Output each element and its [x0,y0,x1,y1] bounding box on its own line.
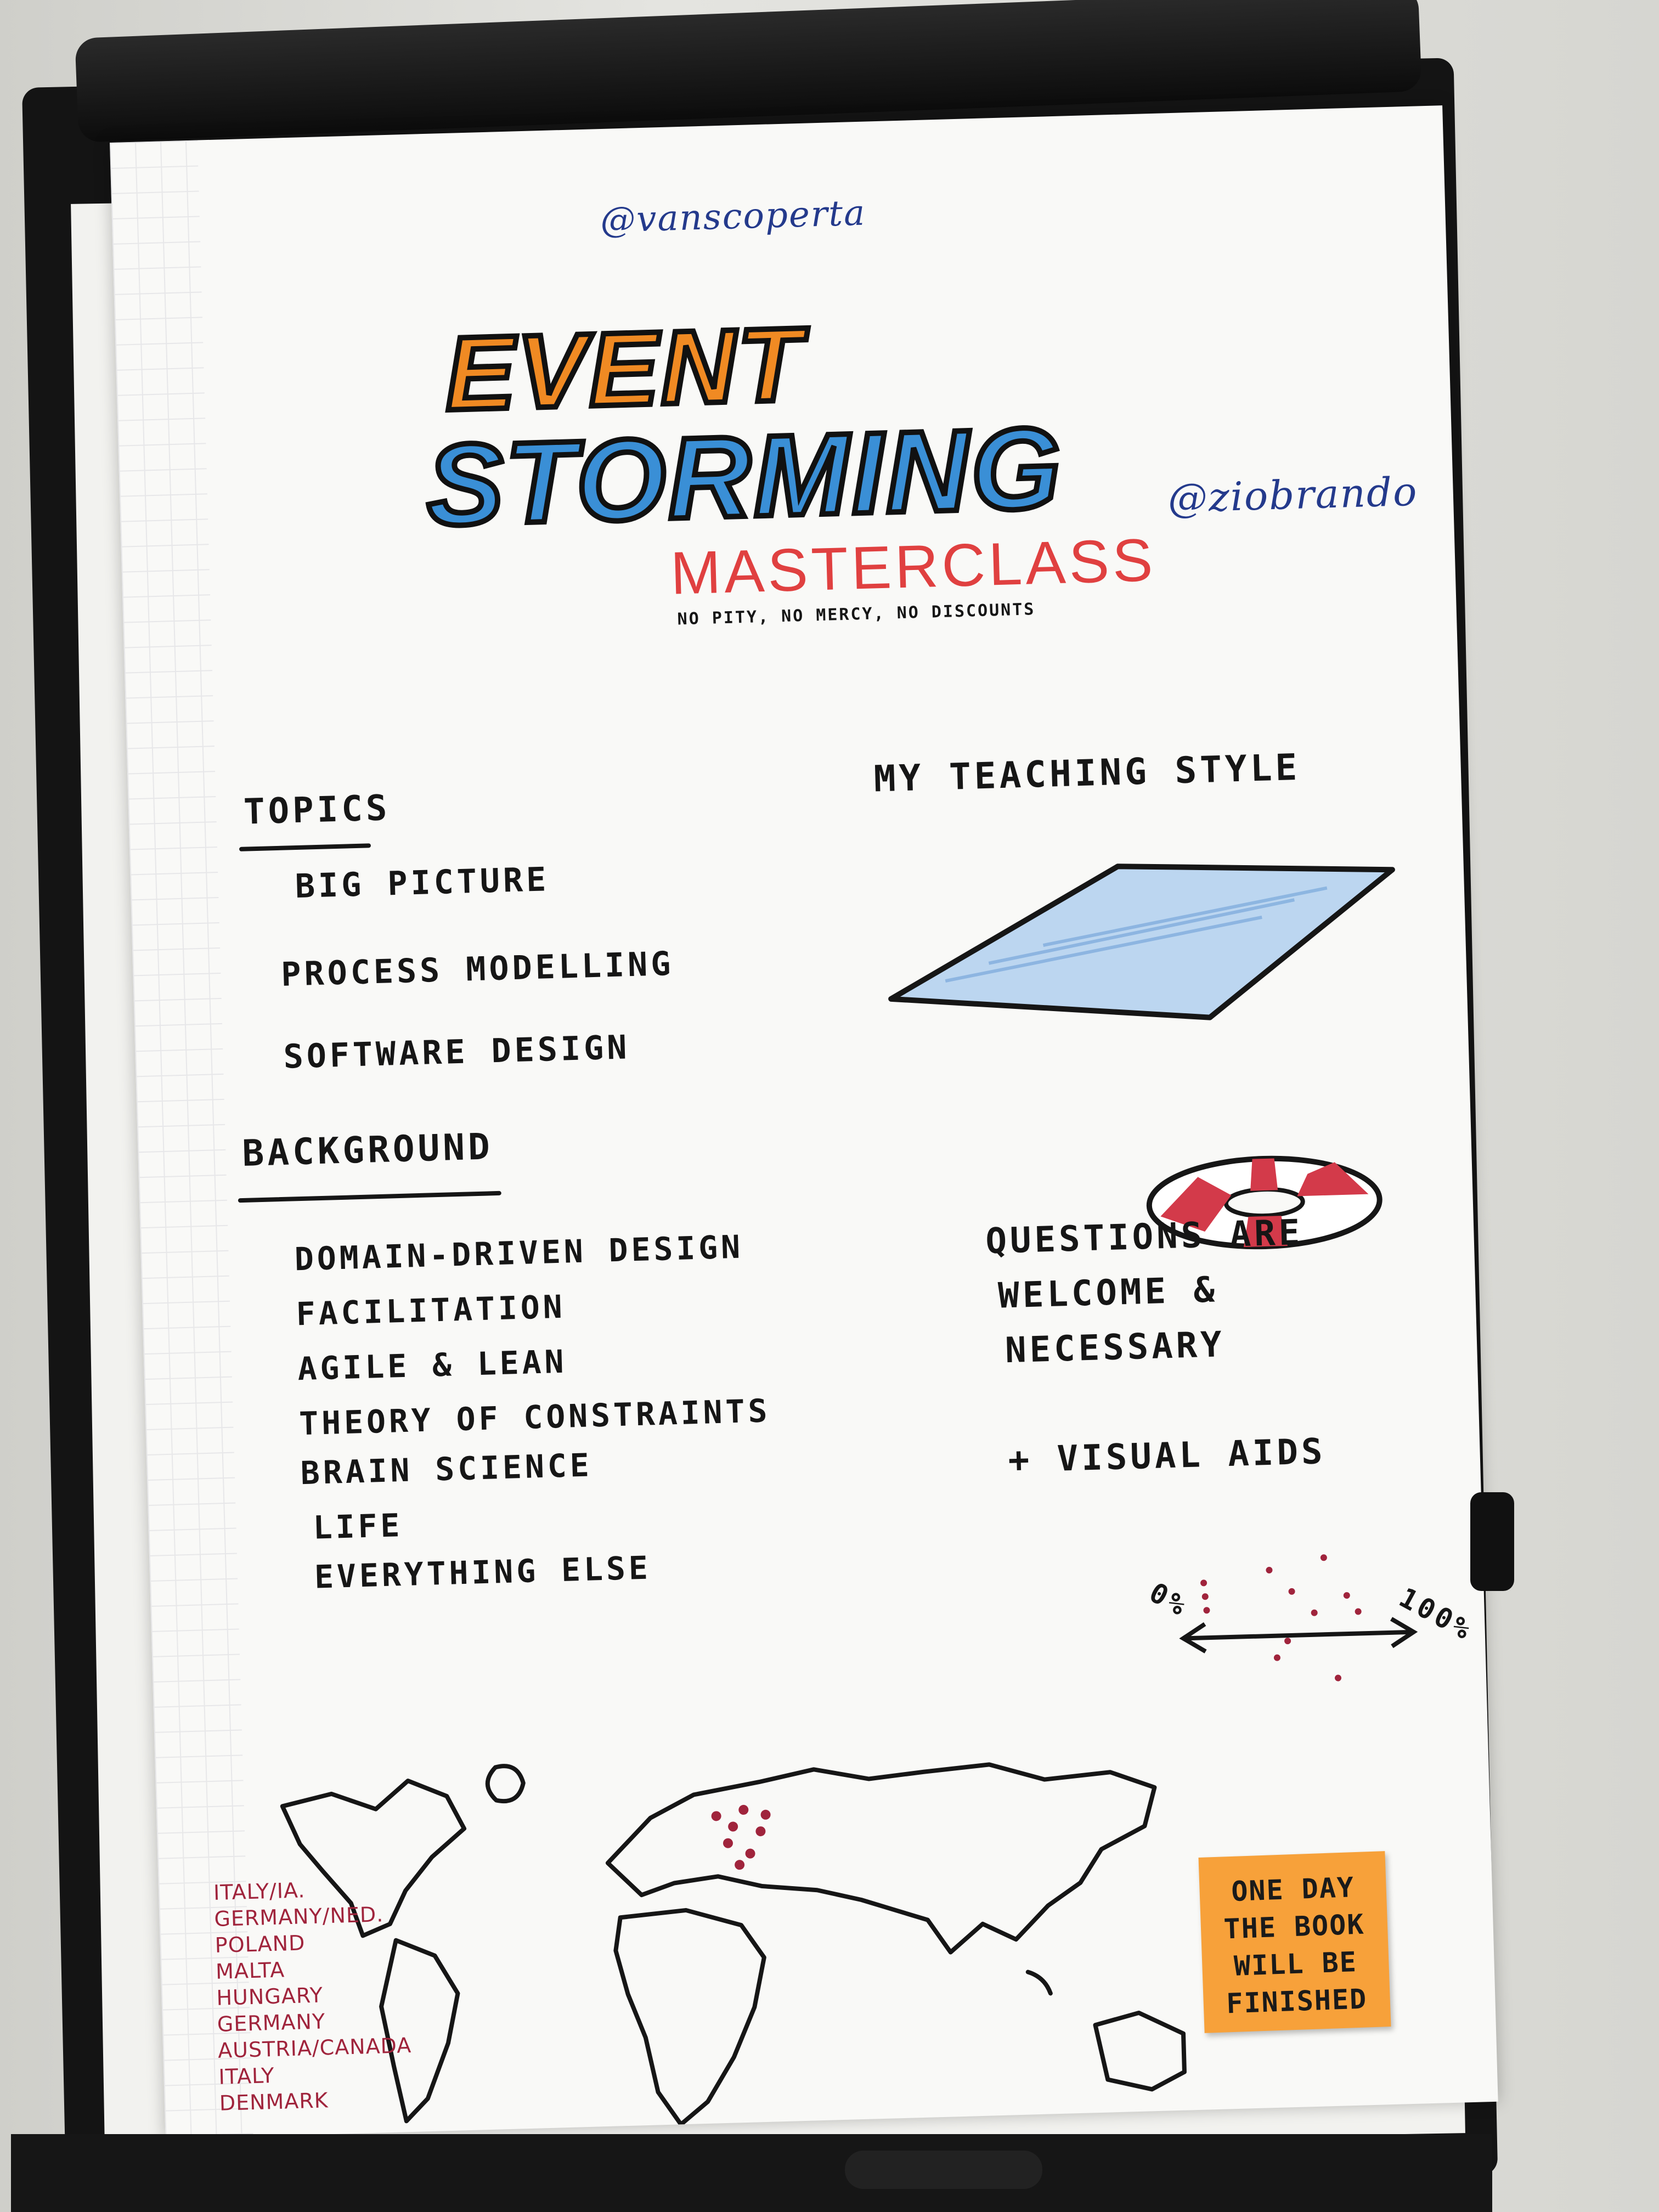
country-item: GERMANY/NED. [213,1902,384,1931]
sticky-note-line: THE BOOK [1223,1908,1365,1945]
big-picture-surface-drawing [888,864,1395,1020]
participant-dots [1200,1554,1362,1681]
questions-line: WELCOME & [997,1269,1218,1317]
topic-item: SOFTWARE DESIGN [283,1028,631,1076]
country-list: ITALY/IA. GERMANY/NED. POLAND MALTA HUNG… [213,1874,413,2117]
country-item: AUSTRIA/CANADA [217,2033,412,2063]
background-item: LIFE [312,1506,404,1547]
topic-item: BIG PICTURE [295,860,550,906]
topic-item: PROCESS MODELLING [280,944,675,994]
flipchart-sheet: @vanscoperta EVENT STORMING MASTERCLASS … [110,105,1498,2139]
country-item: DENMARK [219,2088,329,2115]
sticky-note-line: WILL BE [1233,1946,1358,1982]
handle-right: @ziobrando [1167,468,1419,522]
handle-top: @vanscoperta [600,193,867,241]
background-item: AGILE & LEAN [297,1342,568,1388]
lifebuoy-icon [1146,1155,1383,1250]
title-masterclass: MASTERCLASS [669,526,1157,607]
topics-underline [239,843,371,851]
world-map-drawing [280,1762,1187,2127]
teaching-style-heading: MY TEACHING STYLE [873,746,1301,800]
visual-aids-text: + VISUAL AIDS [1007,1431,1327,1481]
title-storming: STORMING [422,400,1067,552]
background-heading: BACKGROUND [241,1125,494,1175]
marker-tray [11,2134,1492,2212]
background-item: FACILITATION [295,1288,566,1333]
marker-pen [845,2151,1042,2189]
topics-heading: TOPICS [243,788,391,833]
scale-arrow [1179,1617,1418,1654]
background-item: DOMAIN-DRIVEN DESIGN [294,1228,744,1278]
sticky-note-line: FINISHED [1226,1983,1368,2020]
sticky-note: ONE DAY THE BOOK WILL BE FINISHED [1198,1851,1391,2033]
background-underline [238,1190,501,1203]
background-item: EVERYTHING ELSE [314,1549,652,1596]
easel-knob [1470,1492,1514,1591]
background-item: THEORY OF CONSTRAINTS [298,1392,771,1443]
questions-line: NECESSARY [1005,1324,1226,1372]
sticky-note-line: ONE DAY [1231,1871,1355,1908]
background-item: BRAIN SCIENCE [300,1446,593,1492]
